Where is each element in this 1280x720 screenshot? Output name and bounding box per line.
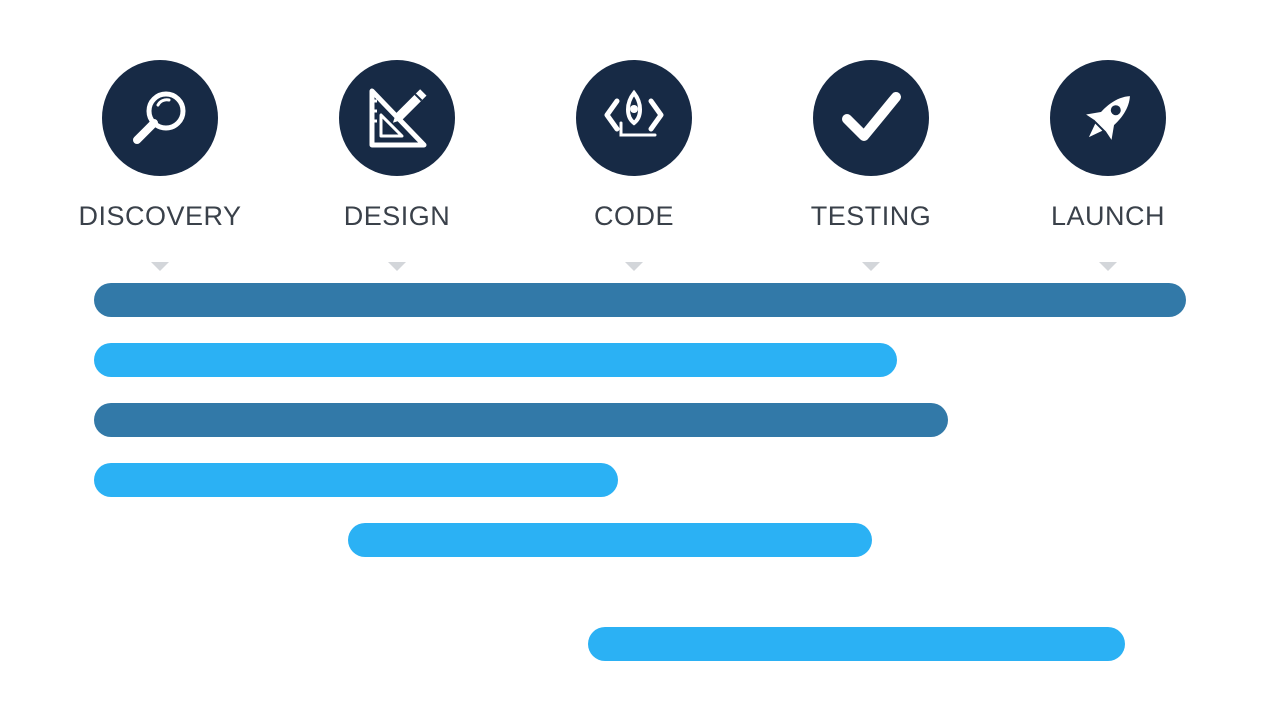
timeline-bar (588, 627, 1125, 661)
code-brackets-icon (576, 60, 692, 176)
phase-discovery: DISCOVERY (60, 60, 260, 271)
timeline-bar (94, 403, 948, 437)
phase-launch: LAUNCH (1008, 60, 1208, 271)
timeline-bar (347, 523, 872, 557)
phase-code: CODE (534, 60, 734, 271)
phase-label: TESTING (810, 201, 932, 231)
magnifying-glass-icon (102, 60, 218, 176)
timeline-bar (94, 283, 1186, 317)
ruler-triangle-pencil-icon (339, 60, 455, 176)
phase-marker-arrow (1099, 262, 1117, 271)
timeline-bar (94, 463, 618, 497)
phase-testing: TESTING (771, 60, 971, 271)
timeline-bar (94, 343, 897, 377)
phase-marker-arrow (625, 262, 643, 271)
phase-label: LAUNCH (1050, 201, 1166, 231)
phase-design: DESIGN (297, 60, 497, 271)
phase-label: CODE (593, 201, 674, 231)
phase-marker-arrow (862, 262, 880, 271)
phase-marker-arrow (151, 262, 169, 271)
rocket-icon (1050, 60, 1166, 176)
phase-label: DESIGN (343, 201, 451, 231)
phase-marker-arrow (388, 262, 406, 271)
phase-label: DISCOVERY (78, 201, 242, 231)
checkmark-icon (813, 60, 929, 176)
